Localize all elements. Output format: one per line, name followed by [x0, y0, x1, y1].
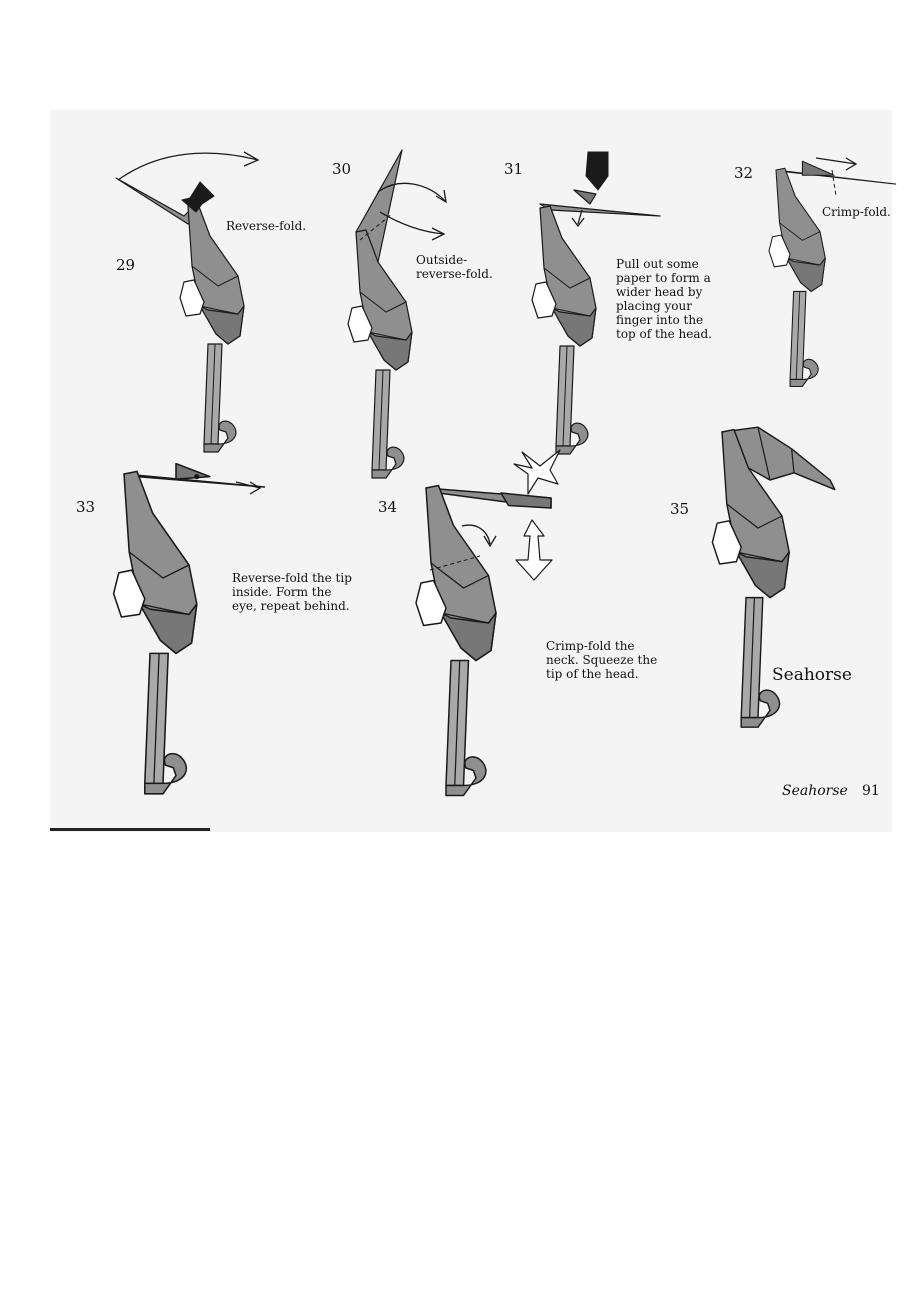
step-32-figure: [768, 160, 897, 388]
step-35-figure: [711, 426, 836, 728]
fold-arrow-icon: [235, 481, 261, 489]
fold-arrow-icon: [461, 524, 491, 545]
step-33-caption: Reverse-fold the tip inside. Form the ey…: [232, 571, 356, 613]
step-33: 33 Reverse-fold the tip inside. Form the…: [76, 462, 356, 795]
step-33-figure: [112, 462, 266, 795]
step-34-caption: Crimp-fold the neck. Squeeze the tip of …: [546, 639, 661, 681]
step-32-caption: Crimp-fold.: [822, 205, 891, 219]
step-32-number: 32: [734, 164, 753, 182]
scan-edge-shadow: [50, 828, 210, 831]
step-32: 32 Crimp-fold.: [734, 157, 897, 388]
step-31-number: 31: [504, 160, 523, 178]
squeeze-arrow-icon: [513, 449, 561, 495]
squeeze-arrow-icon: [515, 519, 553, 581]
step-33-number: 33: [76, 498, 95, 516]
fold-arrow-icon: [815, 157, 857, 165]
step-30: 30 Outside- reverse-fold.: [332, 149, 493, 479]
step-35: 35 Seahorse: [670, 426, 852, 728]
step-30-figure: [347, 149, 413, 479]
step-31-caption: Pull out some paper to form a wider head…: [616, 257, 715, 341]
step-35-number: 35: [670, 500, 689, 518]
push-arrow-icon: [180, 181, 215, 213]
step-31-figure: [531, 189, 661, 455]
step-30-number: 30: [332, 160, 351, 178]
step-34-number: 34: [378, 498, 397, 516]
fold-arrow-icon: [577, 209, 583, 225]
fold-arrow-icon: [379, 211, 445, 235]
footer-title: Seahorse: [782, 783, 848, 799]
step-34: 34 Crimp-fold the neck. Squeeze the tip …: [378, 449, 661, 797]
fold-arrow-icon: [377, 182, 447, 203]
step-29-number: 29: [116, 256, 135, 274]
final-model-name: Seahorse: [772, 665, 852, 685]
fold-arrow-icon: [117, 152, 259, 181]
step-29-figure: [115, 177, 245, 453]
step-29: 29 Reverse-fold.: [115, 151, 306, 453]
step-29-caption: Reverse-fold.: [226, 219, 306, 233]
step-34-figure: [415, 484, 552, 797]
step-30-caption: Outside- reverse-fold.: [416, 253, 493, 281]
step-31: 31 Pull out some paper to form a wider h…: [504, 151, 715, 455]
footer-page-number: 91: [862, 783, 880, 799]
push-arrow-icon: [585, 151, 609, 191]
